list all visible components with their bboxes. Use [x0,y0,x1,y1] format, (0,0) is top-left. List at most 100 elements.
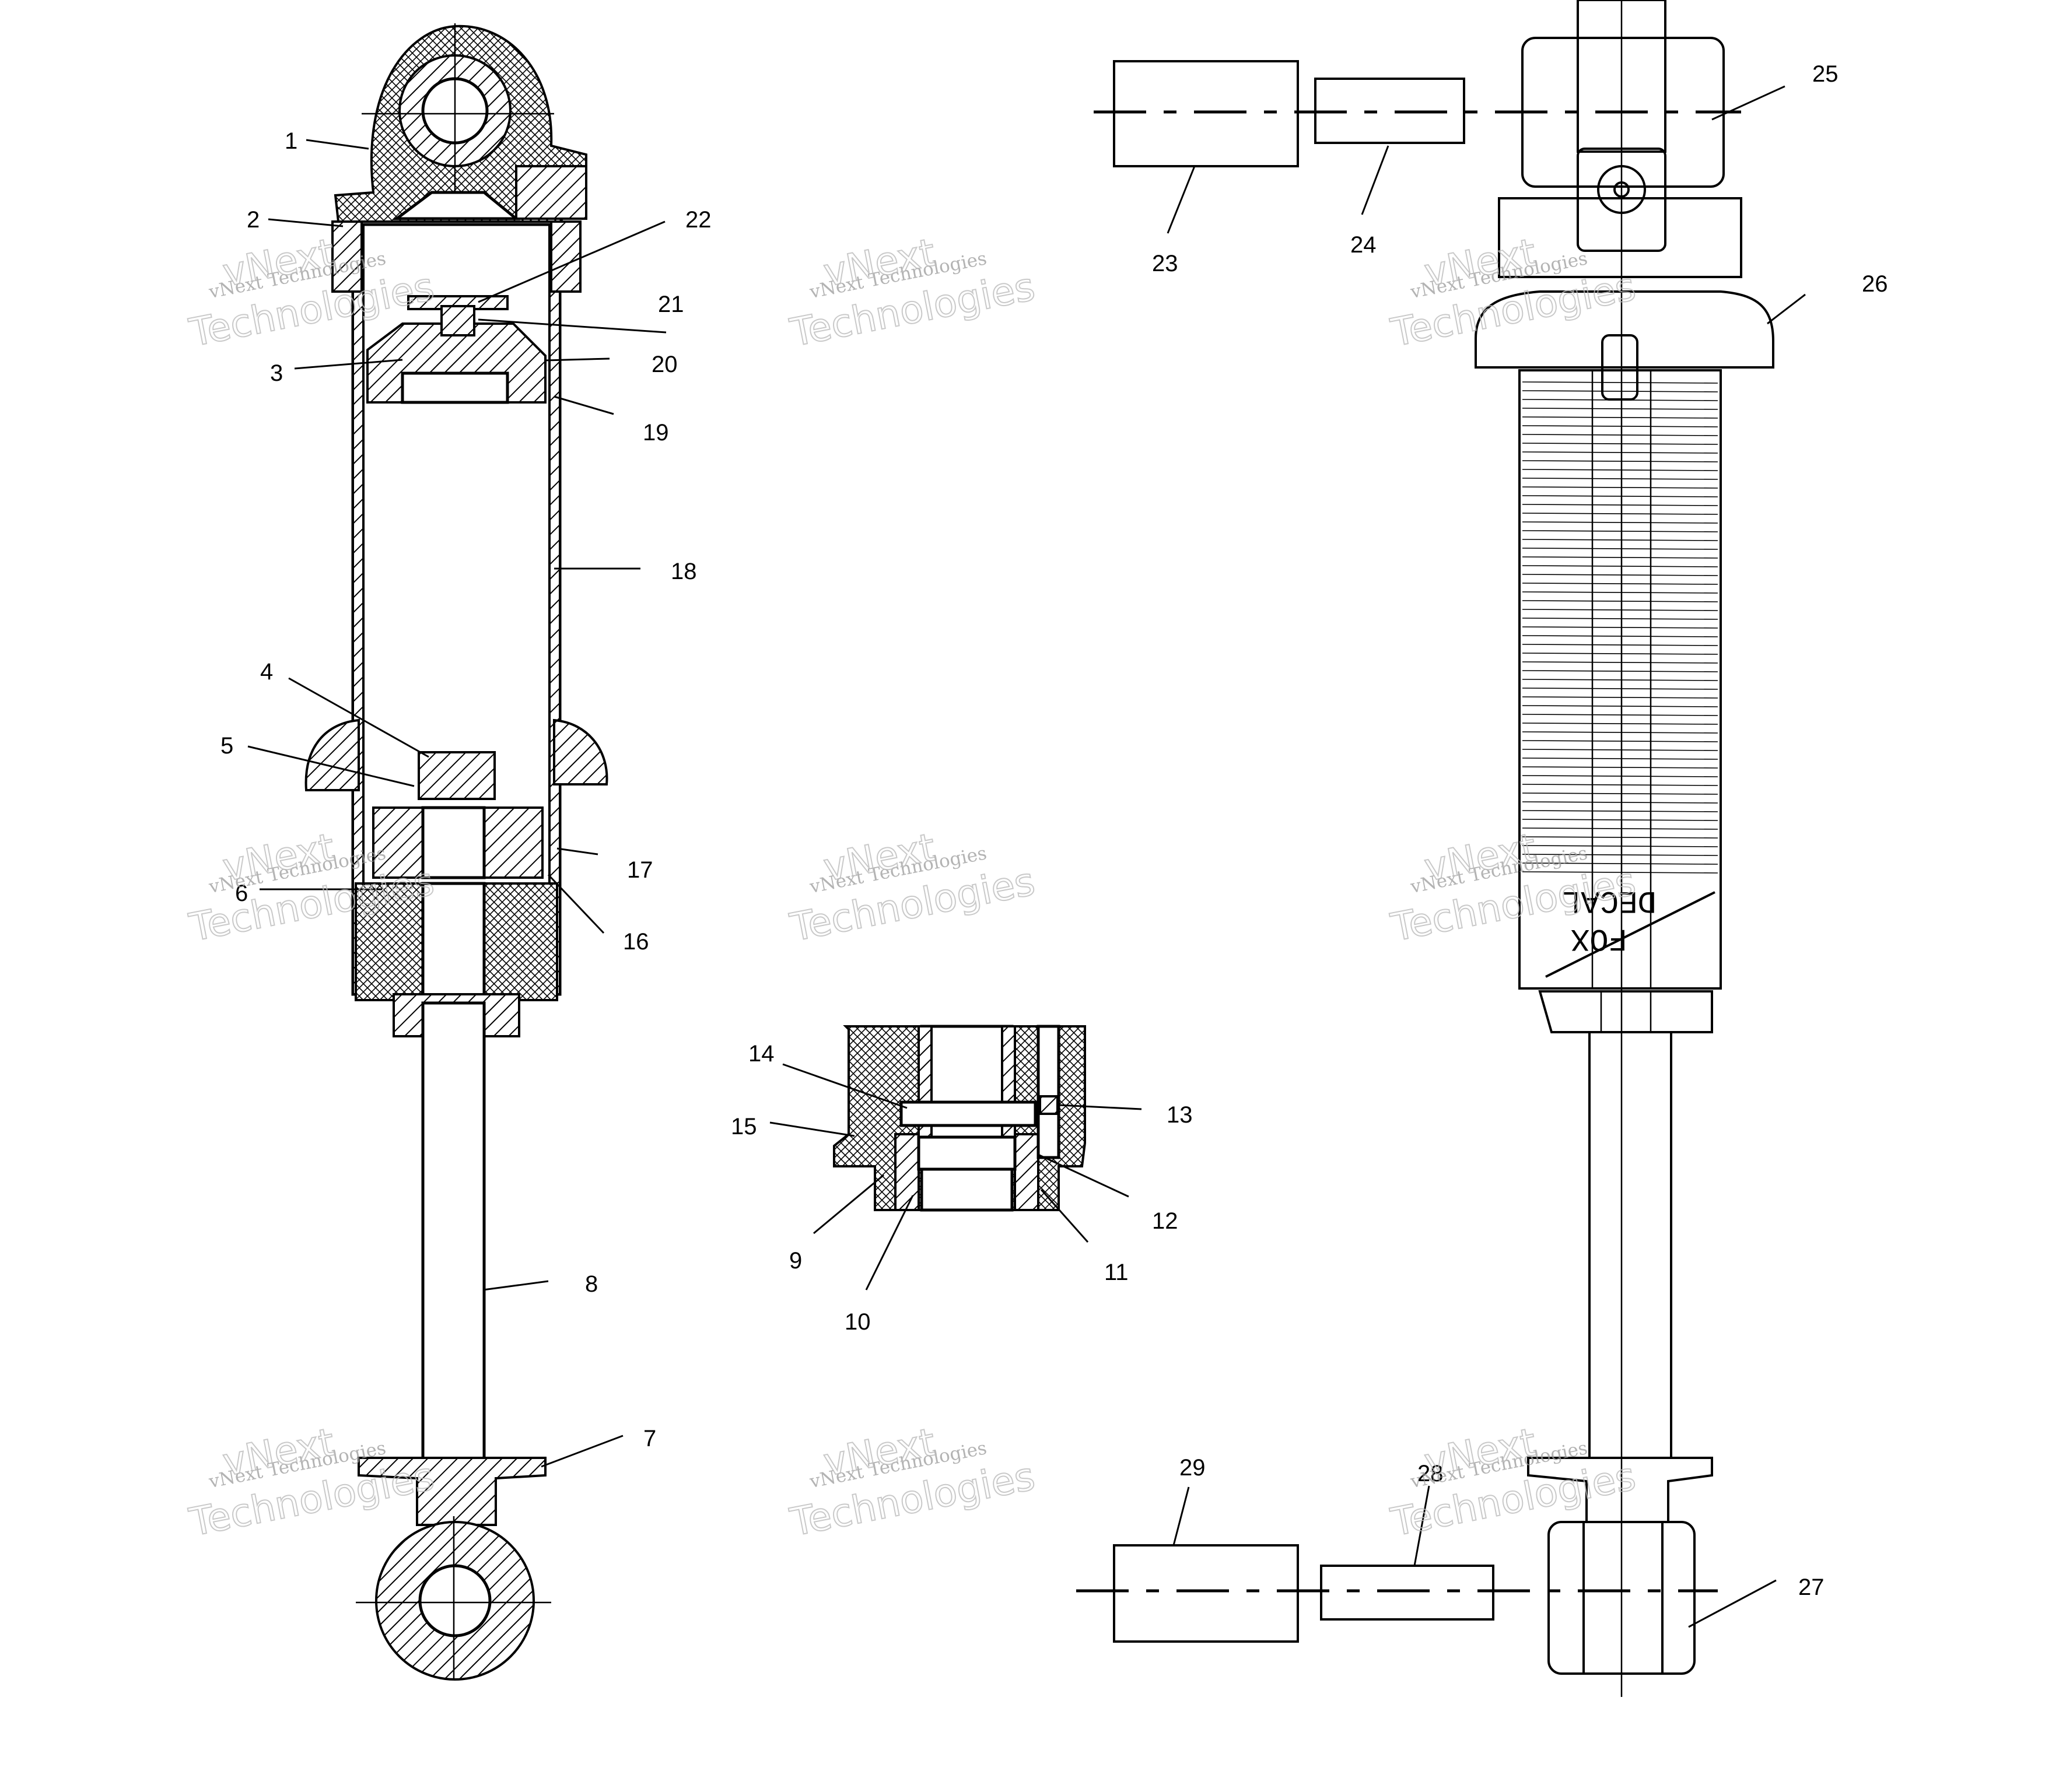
callout-20: 20 [652,352,678,377]
callout-28: 28 [1417,1461,1444,1486]
spring-coil-line [1522,854,1718,856]
callout-8: 8 [585,1271,598,1297]
callout-3: 3 [270,360,283,386]
spring-coil-line [1522,696,1718,699]
spring-coil-line [1522,661,1718,664]
spring-coil-line [1522,845,1718,847]
callout-29: 29 [1179,1455,1206,1481]
spring-coil-line [1522,644,1718,646]
callout-17: 17 [627,857,653,883]
spring-coil-line [1522,539,1718,541]
leader-lines [247,85,1806,1628]
watermark-r3c2: vNext Technologies vNext Technologies [786,1419,1039,1545]
callout-7: 7 [643,1426,656,1451]
bottom-spacer-29 [1113,1544,1299,1643]
watermark-r1c3: vNext Technologies vNext Technologies [1386,229,1640,356]
decal-fox: FOX [1571,920,1627,956]
spring-coil-line [1522,670,1718,672]
exterior-shaft [1588,1031,1672,1459]
callouts: 1 2 3 4 5 6 7 8 9 10 11 12 13 14 15 16 1… [220,61,1888,1600]
spring-coil-line [1522,819,1718,821]
spring-coil-line [1522,495,1718,497]
spring-coil-line [1522,679,1718,681]
spring-coil-line [1522,723,1718,725]
spring-coil-line [1522,827,1718,830]
callout-6: 6 [235,881,248,906]
spring-coil-line [1522,399,1718,401]
callout-24: 24 [1350,232,1377,258]
callout-16: 16 [623,929,649,955]
watermark-r3c3: vNext Technologies vNext Technologies [1386,1419,1640,1545]
callout-25: 25 [1812,61,1839,87]
spring-coil-line [1522,486,1718,489]
spring-coil-line [1522,521,1718,524]
top-spacer-23 [1113,60,1299,167]
spring-coil-line [1522,600,1718,602]
callout-26: 26 [1862,271,1888,297]
spring-coil-line [1522,626,1718,629]
spring-coil-line [1522,714,1718,716]
spring-coil-line [1522,635,1718,637]
callout-10: 10 [845,1309,871,1335]
spring-coil-line [1522,591,1718,594]
spring-coil-line [1522,390,1718,392]
spring-retainer [358,1457,547,1526]
spring-coil-line [1522,425,1718,427]
spring-coil-line [1522,705,1718,707]
spring-coil-line [1522,792,1718,795]
spring-coil-line [1522,784,1718,786]
spring-coil-line [1522,618,1718,620]
exterior-shock: FOX DECAL [1475,0,1774,1697]
reservoir-valve [515,165,587,220]
callout-15: 15 [731,1114,757,1139]
spring-coil-line [1522,862,1718,865]
spring-coil-line [1522,469,1718,471]
callout-4: 4 [260,659,273,685]
spring-coil-line [1522,451,1718,454]
spring-coil-line [1522,775,1718,777]
spring-coil-line [1522,688,1718,690]
spring-coil-line [1522,574,1718,576]
spring-coil-line [1522,504,1718,506]
spring-coil-line [1522,513,1718,515]
spring-coil-line [1522,871,1718,874]
spring-coil-line [1522,381,1718,384]
spring-coil-line [1522,565,1718,567]
spring-coil-line [1522,460,1718,462]
callout-23: 23 [1152,251,1178,276]
seal-head-detail [833,1025,1086,1212]
spring-coil-line [1522,749,1718,751]
callout-2: 2 [247,207,260,233]
watermark-r2c2: vNext Technologies vNext Technologies [786,824,1039,951]
shaft [421,1001,486,1471]
callout-1: 1 [285,128,297,154]
spring-coil-line [1522,416,1718,419]
callout-27: 27 [1798,1574,1825,1600]
spring-coil-line [1522,801,1718,804]
spring-coil-line [1522,810,1718,812]
spring-coil-line [1522,766,1718,769]
spring-coil-line [1522,443,1718,445]
spring-coil-line [1522,758,1718,760]
spring-coil-line [1522,408,1718,410]
spring-coil-line [1522,548,1718,550]
spring-coil-line [1522,609,1718,611]
callout-19: 19 [643,420,669,446]
spring-coil-line [1522,653,1718,655]
spring-coil-line [1522,740,1718,742]
bump-stop [304,718,360,791]
callout-9: 9 [789,1248,802,1274]
callout-12: 12 [1152,1208,1178,1234]
spring-coil-line [1522,556,1718,559]
callout-21: 21 [658,292,684,317]
bottom-sleeve-28 [1320,1565,1494,1621]
spring-coil-line [1522,583,1718,585]
watermark-r1c2: vNext Technologies vNext Technologies [786,229,1039,356]
callout-18: 18 [671,559,697,584]
callout-14: 14 [748,1041,775,1067]
spring-coil-line [1522,434,1718,436]
coil-spring-body [1518,369,1722,990]
spring-coil-line [1522,530,1718,532]
callout-13: 13 [1167,1102,1193,1128]
